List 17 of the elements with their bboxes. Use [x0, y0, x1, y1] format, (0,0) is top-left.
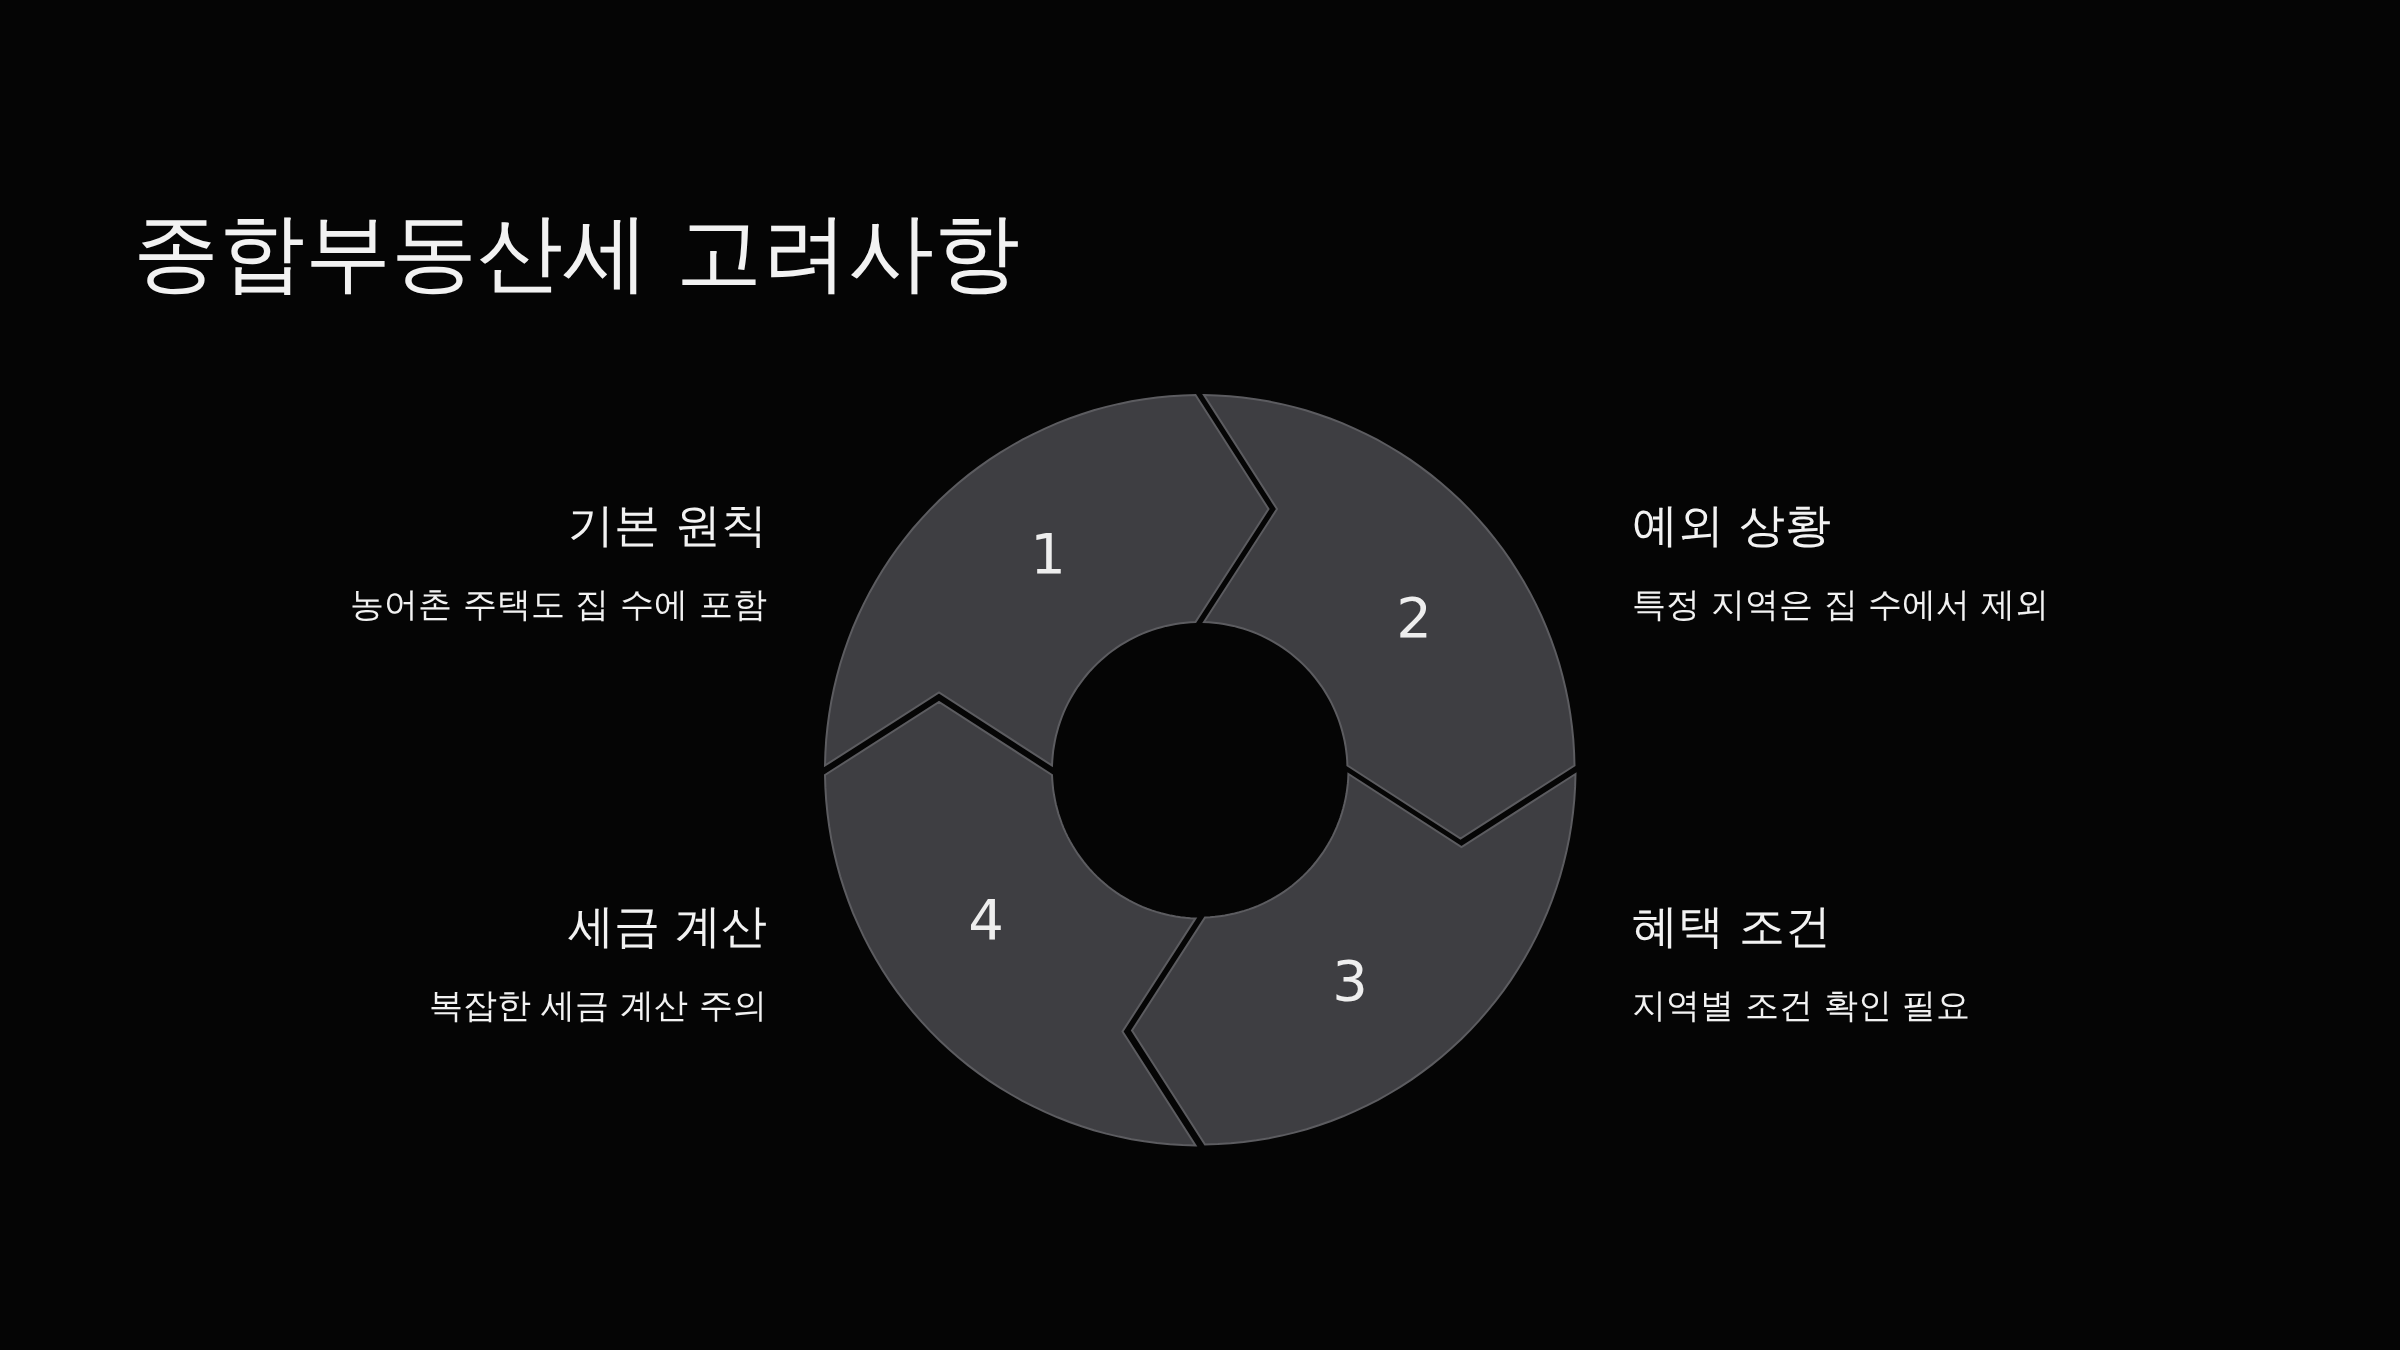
description: 농어촌 주택도 집 수에 포함: [349, 586, 767, 624]
description: 복잡한 세금 계산 주의: [428, 987, 767, 1025]
description: 특정 지역은 집 수에서 제외: [1632, 586, 2050, 624]
heading: 예외 상황: [1632, 499, 1831, 551]
ring-segment: [825, 701, 1196, 1145]
description: 지역별 조건 확인 필요: [1632, 987, 1971, 1025]
step-number: 2: [1396, 590, 1432, 646]
step-number: 3: [1332, 953, 1368, 1009]
heading: 기본 원칙: [568, 499, 767, 551]
step-number: 1: [1030, 526, 1066, 582]
title: 종합부동산세 고려사항: [133, 205, 1021, 300]
heading: 세금 계산: [568, 900, 767, 952]
step-number: 4: [968, 892, 1004, 948]
ring-segment: [1204, 395, 1575, 839]
heading: 혜택 조건: [1632, 900, 1831, 952]
ring-segment: [1131, 774, 1575, 1145]
ring-segment: [825, 395, 1269, 766]
